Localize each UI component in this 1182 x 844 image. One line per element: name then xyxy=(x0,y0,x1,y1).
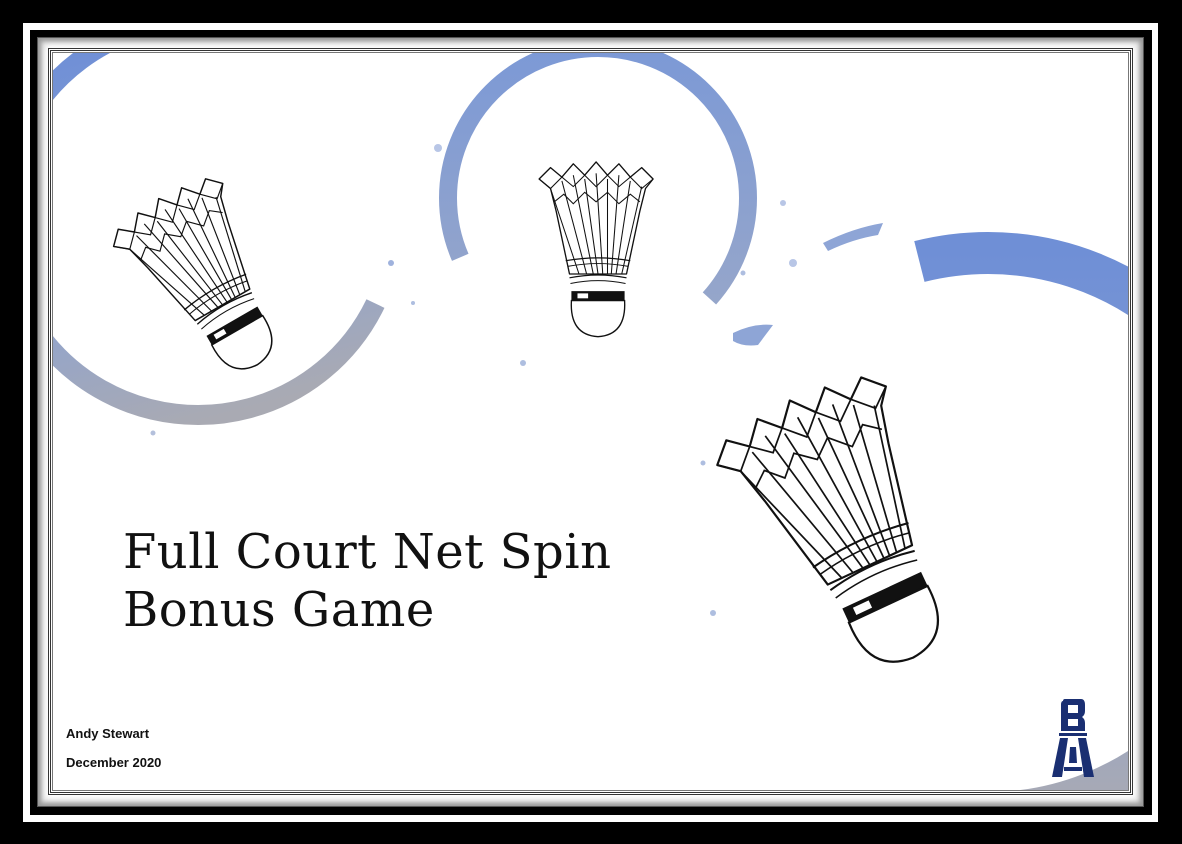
shuttlecock-icon-right xyxy=(704,360,996,700)
brush-ring-center xyxy=(434,53,786,366)
brush-ring-right xyxy=(687,223,1128,790)
shuttlecock-icon-left xyxy=(103,166,311,399)
title-slide: Full Court Net Spin Bonus Game Andy Stew… xyxy=(52,52,1129,791)
shuttlecock-icon-center xyxy=(538,161,654,338)
title-line-1: Full Court Net Spin xyxy=(123,524,612,580)
brush-ring-left xyxy=(53,53,415,436)
title-line-2: Bonus Game xyxy=(123,582,435,638)
company-logo-icon xyxy=(1052,699,1094,777)
slide-title: Full Court Net Spin Bonus Game xyxy=(123,523,612,639)
presentation-date: December 2020 xyxy=(66,755,162,770)
slide-artwork xyxy=(53,53,1128,790)
author-name: Andy Stewart xyxy=(66,726,150,741)
